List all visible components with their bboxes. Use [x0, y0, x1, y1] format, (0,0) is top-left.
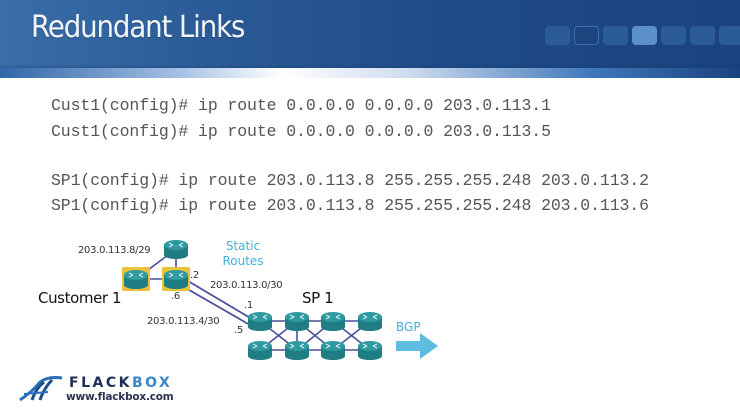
command-line-cust1-1: Cust1(config)# ip route 0.0.0.0 0.0.0.0 …: [51, 96, 551, 115]
sp-router-icon: [321, 341, 345, 360]
flackbox-logo: FLACKBOX www.flackbox.com: [18, 372, 198, 406]
network-diagram: 203.0.113.8/29 Static Routes Customer 1 …: [0, 225, 740, 375]
customer-router-top-icon: [164, 240, 188, 259]
progress-dot: [632, 26, 657, 45]
progress-dot: [661, 26, 686, 45]
flackbox-wordmark: FLACKBOX: [69, 375, 172, 391]
sp-router-icon: [248, 341, 272, 360]
command-line-cust1-2: Cust1(config)# ip route 0.0.0.0 0.0.0.0 …: [51, 122, 551, 141]
command-line-sp1-1: SP1(config)# ip route 203.0.113.8 255.25…: [51, 171, 649, 190]
slide-title: Redundant Links: [31, 10, 245, 45]
bgp-arrow-icon: [396, 333, 438, 359]
link1-customer-host: .2: [190, 270, 199, 281]
bgp-label: BGP: [396, 320, 421, 334]
static-routes-label-line2: Routes: [222, 254, 264, 268]
header-shade: [0, 64, 740, 69]
static-routes-label-line1: Static: [225, 239, 261, 253]
link1-subnet-label: 203.0.113.0/30: [210, 280, 283, 291]
command-line-sp1-2: SP1(config)# ip route 203.0.113.8 255.25…: [51, 196, 649, 215]
sp-router-icon: [248, 312, 272, 331]
link1-sp-host: .1: [244, 300, 253, 311]
sp-router-icon: [285, 341, 309, 360]
flackbox-bridge-icon: [19, 376, 63, 402]
progress-dot: [545, 26, 570, 45]
network-diagram-svg: [122, 240, 438, 360]
sp-router-icon: [358, 312, 382, 331]
link2-customer-host: .6: [171, 291, 180, 302]
customer-router-left-icon: [122, 267, 150, 291]
customer-router-edge-icon: [162, 267, 190, 291]
logo-text-box: BOX: [131, 375, 173, 391]
progress-dot: [719, 26, 740, 45]
sp-label: SP 1: [302, 289, 334, 307]
sp-router-icon: [285, 312, 309, 331]
progress-dot: [603, 26, 628, 45]
sp-router-icon: [321, 312, 345, 331]
sp-router-icon: [358, 341, 382, 360]
uplink-2: [183, 286, 251, 326]
customer-label: Customer 1: [38, 289, 122, 307]
uplink-1: [187, 280, 253, 320]
slide-header: Redundant Links: [0, 0, 740, 72]
link2-subnet-label: 203.0.113.4/30: [147, 316, 220, 327]
link2-sp-host: .5: [234, 325, 243, 336]
slide-progress-indicator: [545, 26, 740, 45]
progress-dot: [574, 26, 599, 45]
progress-dot: [690, 26, 715, 45]
header-glow-divider: [0, 68, 740, 78]
logo-text-flack: FLACK: [69, 375, 132, 391]
static-routes-label: Static Routes: [218, 239, 268, 269]
customer-subnet-label: 203.0.113.8/29: [78, 245, 151, 256]
flackbox-url: www.flackbox.com: [66, 391, 174, 403]
